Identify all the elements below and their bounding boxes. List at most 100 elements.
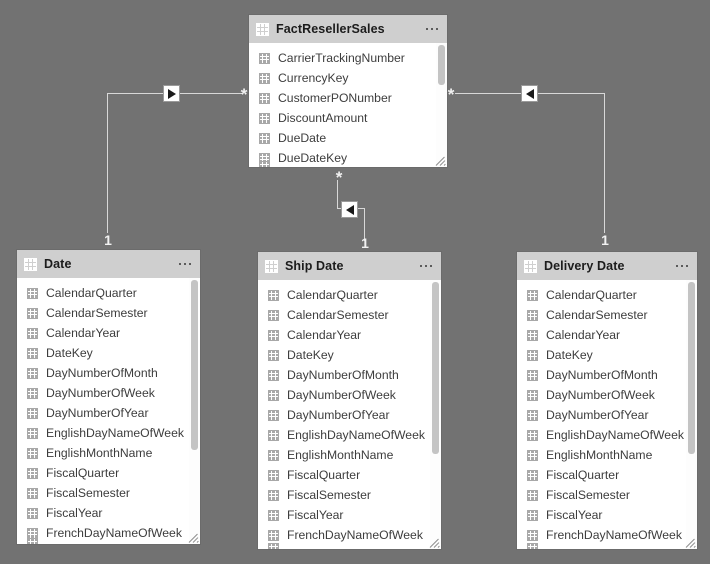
- field-row[interactable]: DayNumberOfYear: [258, 405, 441, 425]
- rel-shipdate-fact-vertical-lower: [364, 208, 365, 241]
- field-label: EnglishDayNameOfWeek: [546, 428, 684, 442]
- field-row[interactable]: CalendarQuarter: [258, 285, 441, 305]
- field-label: DayNumberOfMonth: [46, 366, 158, 380]
- field-row[interactable]: CalendarYear: [517, 325, 697, 345]
- clipped-field-row: [249, 161, 447, 167]
- field-row[interactable]: DayNumberOfWeek: [517, 385, 697, 405]
- field-row[interactable]: CalendarSemester: [258, 305, 441, 325]
- scrollbar-thumb[interactable]: [432, 282, 439, 454]
- resize-handle-fact-reseller-sales[interactable]: [435, 156, 446, 166]
- field-row[interactable]: EnglishMonthName: [517, 445, 697, 465]
- rel-deliverydate-fact-horizontal: [455, 93, 604, 94]
- field-row[interactable]: FiscalYear: [17, 503, 200, 523]
- field-row[interactable]: CalendarSemester: [517, 305, 697, 325]
- table-more-options-icon-fact-reseller-sales[interactable]: [426, 28, 438, 30]
- field-row[interactable]: EnglishMonthName: [258, 445, 441, 465]
- field-row[interactable]: CarrierTrackingNumber: [249, 48, 447, 68]
- field-row[interactable]: CalendarYear: [17, 323, 200, 343]
- table-more-options-icon-ship-date[interactable]: [420, 265, 432, 267]
- field-row[interactable]: DateKey: [258, 345, 441, 365]
- column-icon: [27, 287, 38, 299]
- field-row[interactable]: FiscalQuarter: [258, 465, 441, 485]
- column-icon: [268, 449, 279, 461]
- table-more-options-icon-delivery-date[interactable]: [676, 265, 688, 267]
- column-icon: [268, 489, 279, 501]
- table-header-fact-reseller-sales[interactable]: FactResellerSales: [249, 15, 447, 43]
- table-header-delivery-date[interactable]: Delivery Date: [517, 252, 697, 280]
- field-row[interactable]: FiscalYear: [258, 505, 441, 525]
- field-row[interactable]: FiscalSemester: [17, 483, 200, 503]
- rel-shipdate-fact-horizontal: [337, 208, 364, 209]
- field-row[interactable]: DayNumberOfMonth: [258, 365, 441, 385]
- rel-deliverydate-fact-one-marker: 1: [601, 232, 609, 248]
- rel-deliverydate-fact-direction-arrow[interactable]: [521, 85, 538, 102]
- field-row[interactable]: DayNumberOfMonth: [17, 363, 200, 383]
- table-icon: [524, 259, 537, 273]
- field-row[interactable]: EnglishDayNameOfWeek: [258, 425, 441, 445]
- rel-shipdate-fact-direction-arrow[interactable]: [341, 201, 358, 218]
- field-row[interactable]: DayNumberOfWeek: [258, 385, 441, 405]
- resize-handle-delivery-date[interactable]: [685, 538, 696, 548]
- rel-deliverydate-fact-vertical: [604, 93, 605, 233]
- field-row[interactable]: FiscalYear: [517, 505, 697, 525]
- scrollbar-thumb[interactable]: [191, 280, 198, 450]
- resize-handle-date[interactable]: [188, 533, 199, 543]
- table-header-ship-date[interactable]: Ship Date: [258, 252, 441, 280]
- rel-date-fact-one-marker: 1: [104, 232, 112, 248]
- vertical-scrollbar-date[interactable]: [189, 278, 200, 544]
- field-row[interactable]: CalendarYear: [258, 325, 441, 345]
- field-row[interactable]: FrenchDayNameOfWeek: [517, 525, 697, 545]
- table-header-date[interactable]: Date: [17, 250, 200, 278]
- field-row[interactable]: FiscalSemester: [258, 485, 441, 505]
- field-row[interactable]: DueDate: [249, 128, 447, 148]
- scrollbar-thumb[interactable]: [438, 45, 445, 85]
- field-row[interactable]: CurrencyKey: [249, 68, 447, 88]
- field-row[interactable]: DayNumberOfWeek: [17, 383, 200, 403]
- field-row[interactable]: DateKey: [517, 345, 697, 365]
- field-row[interactable]: DayNumberOfYear: [17, 403, 200, 423]
- vertical-scrollbar-ship-date[interactable]: [430, 280, 441, 549]
- field-row[interactable]: CustomerPONumber: [249, 88, 447, 108]
- field-row[interactable]: DateKey: [17, 343, 200, 363]
- field-label: FiscalSemester: [46, 486, 130, 500]
- vertical-scrollbar-fact-reseller-sales[interactable]: [436, 43, 447, 167]
- column-icon: [527, 369, 538, 381]
- column-icon: [259, 52, 270, 64]
- field-row[interactable]: DayNumberOfMonth: [517, 365, 697, 385]
- scrollbar-thumb[interactable]: [688, 282, 695, 454]
- column-icon: [527, 529, 538, 541]
- field-row[interactable]: DiscountAmount: [249, 108, 447, 128]
- field-row[interactable]: EnglishDayNameOfWeek: [517, 425, 697, 445]
- table-more-options-icon-date[interactable]: [179, 263, 191, 265]
- field-row[interactable]: CalendarQuarter: [17, 283, 200, 303]
- resize-handle-ship-date[interactable]: [429, 538, 440, 548]
- field-label: CalendarSemester: [46, 306, 148, 320]
- field-label: DueDate: [278, 131, 327, 145]
- field-row[interactable]: CalendarQuarter: [517, 285, 697, 305]
- vertical-scrollbar-delivery-date[interactable]: [686, 280, 697, 549]
- field-row[interactable]: FiscalQuarter: [517, 465, 697, 485]
- field-row[interactable]: FiscalQuarter: [17, 463, 200, 483]
- field-row[interactable]: EnglishMonthName: [17, 443, 200, 463]
- rel-date-fact-direction-arrow[interactable]: [163, 85, 180, 102]
- field-row[interactable]: CalendarSemester: [17, 303, 200, 323]
- field-label: CurrencyKey: [278, 71, 349, 85]
- column-icon: [259, 112, 270, 124]
- field-row[interactable]: FrenchDayNameOfWeek: [258, 525, 441, 545]
- field-row[interactable]: FrenchDayNameOfWeek: [17, 523, 200, 543]
- field-row[interactable]: DayNumberOfYear: [517, 405, 697, 425]
- column-icon: [527, 489, 538, 501]
- field-row[interactable]: EnglishDayNameOfWeek: [17, 423, 200, 443]
- field-row[interactable]: FiscalSemester: [517, 485, 697, 505]
- table-icon: [24, 257, 37, 271]
